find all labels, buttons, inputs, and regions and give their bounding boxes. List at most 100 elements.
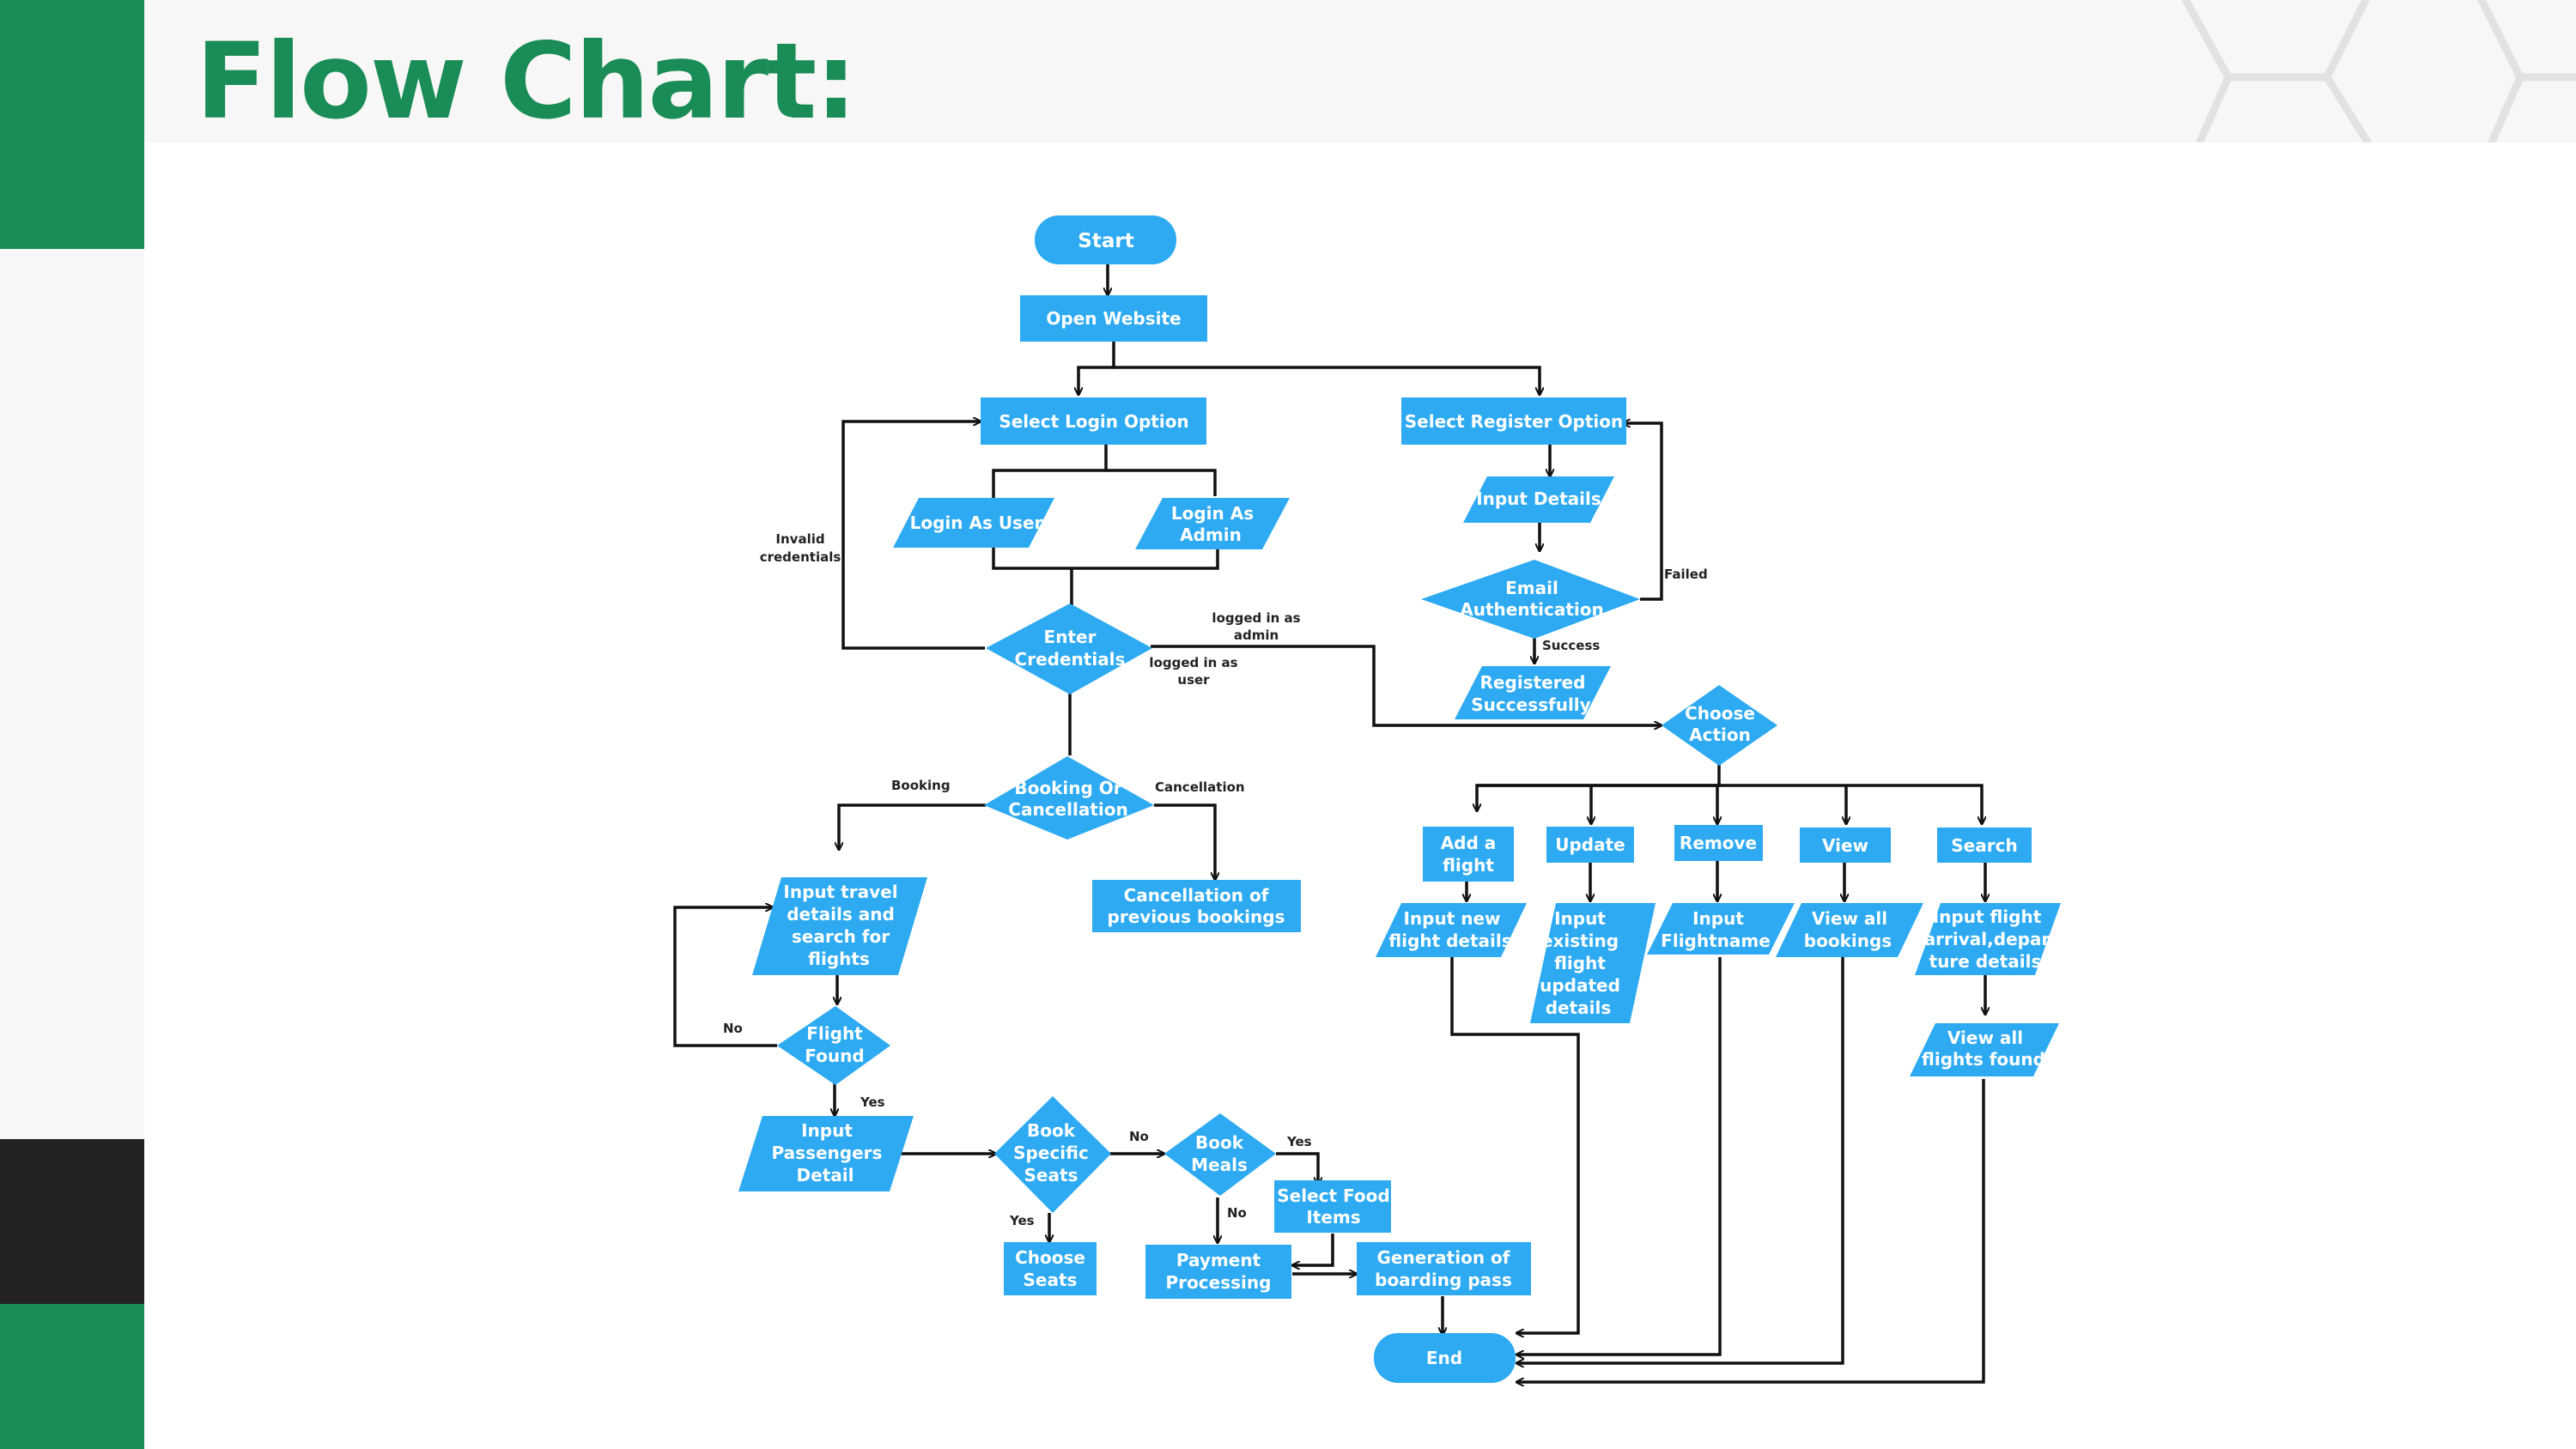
enter-credentials-text-line2: Credentials [1015, 649, 1126, 670]
open-website-node [1020, 295, 1207, 342]
start-node [1035, 215, 1176, 264]
connector [1114, 366, 1540, 395]
select-register-option-text: Select Register Option [1405, 411, 1623, 432]
booking-label: Booking [891, 778, 951, 793]
connector [992, 546, 1219, 570]
registered-successfully-node [1455, 666, 1611, 719]
yes-flight-label: Yes [860, 1094, 885, 1110]
input-details-node [1463, 476, 1614, 523]
email-authentication-text-line1: Email [1505, 578, 1558, 598]
no-flight-label: No [723, 1021, 743, 1036]
input-flightname-node [1647, 903, 1795, 955]
connectors [673, 264, 1985, 1382]
connector [1516, 957, 1844, 1363]
flight-found-text-line1: Flight [806, 1023, 863, 1044]
input-travel-details-text-line1: Input travel [783, 882, 897, 902]
green-accent-band-top [0, 0, 144, 249]
add-a-flight-text-line1: Add a [1441, 833, 1497, 853]
input-existing-flight-details-text-line5: details [1546, 997, 1612, 1018]
logged-in-as-admin-label-line2: admin [1234, 627, 1279, 643]
select-register-option-node [1401, 397, 1626, 445]
no-seats-label: No [1129, 1129, 1149, 1144]
input-travel-details-node [752, 877, 927, 975]
input-new-flight-details-text-line2: flight details [1388, 931, 1511, 951]
input-passengers-detail-text-line3: Detail [797, 1165, 854, 1185]
select-login-option-node [981, 397, 1206, 445]
login-as-admin-text-line2: Admin [1180, 524, 1242, 545]
logged-in-as-admin-label-line1: logged in as [1212, 610, 1300, 626]
yes-seats-label: Yes [1009, 1213, 1035, 1228]
view-all-bookings-text-line1: View all [1812, 908, 1887, 929]
select-login-option-text: Select Login Option [999, 411, 1188, 432]
input-flight-arrival-departure-node [1915, 903, 2061, 975]
book-specific-seats-text-line1: Book [1027, 1120, 1076, 1141]
choose-seats-node [1004, 1242, 1097, 1295]
choose-action-text-line2: Action [1689, 724, 1751, 745]
login-as-user-text: Login As User [910, 512, 1043, 533]
select-food-items-text-line2: Items [1306, 1207, 1360, 1228]
flight-found-node [777, 1006, 890, 1085]
end-text: End [1426, 1348, 1462, 1368]
yes-meals-label: Yes [1286, 1134, 1312, 1149]
payment-processing-node [1145, 1245, 1291, 1299]
input-flight-arrival-text-line2: arrival,depar [1924, 929, 2050, 949]
input-flight-arrival-text-line1: Input flight [1933, 906, 2042, 927]
email-authentication-text-line2: Authentication [1460, 599, 1603, 620]
generation-of-boarding-pass-text-line1: Generation of [1377, 1247, 1510, 1268]
connector [1276, 1152, 1318, 1185]
open-website-text: Open Website [1046, 308, 1181, 329]
input-details-text: Input Details [1476, 488, 1601, 509]
view-all-flights-found-text-line2: flights found [1922, 1049, 2045, 1070]
connector [1106, 469, 1217, 496]
connector [1292, 1234, 1334, 1265]
logged-in-as-user-label-line2: user [1177, 672, 1210, 688]
input-existing-flight-details-text-line4: updated [1540, 975, 1620, 996]
flight-found-text-line2: Found [805, 1046, 864, 1066]
connector [673, 907, 777, 1047]
input-passengers-detail-node [738, 1116, 914, 1191]
view-all-bookings-text-line2: bookings [1804, 931, 1892, 951]
update-node [1546, 827, 1634, 863]
view-node [1800, 828, 1891, 863]
choose-action-text-line1: Choose [1685, 703, 1755, 724]
search-text: Search [1951, 835, 2017, 856]
book-specific-seats-node [994, 1096, 1111, 1213]
input-travel-details-text-line2: details and [787, 904, 895, 925]
add-a-flight-node [1423, 827, 1514, 882]
green-accent-band-bottom [0, 1304, 144, 1449]
cancellation-of-previous-bookings-node [1092, 880, 1301, 932]
invalid-credentials-label-line1: Invalid [775, 531, 824, 547]
no-meals-label: No [1227, 1205, 1247, 1221]
payment-processing-text-line2: Processing [1166, 1272, 1272, 1293]
input-flightname-text-line2: Flightname [1661, 931, 1771, 951]
book-meals-node [1164, 1113, 1276, 1196]
book-specific-seats-text-line2: Specific [1013, 1143, 1089, 1163]
connector [1078, 342, 1115, 395]
booking-or-cancellation-node [984, 756, 1154, 840]
cancellation-of-previous-bookings-text-line1: Cancellation of [1124, 885, 1269, 906]
remove-text: Remove [1680, 833, 1757, 853]
search-node [1937, 828, 2032, 863]
input-new-flight-details-text-line1: Input new [1403, 908, 1500, 929]
connector [839, 803, 986, 850]
registered-successfully-text-line1: Registered [1480, 672, 1586, 693]
input-passengers-detail-text-line1: Input [801, 1120, 853, 1141]
input-travel-details-text-line3: search for [792, 926, 890, 947]
connector [1516, 957, 1722, 1355]
choose-seats-text-line2: Seats [1024, 1270, 1078, 1290]
remove-node [1674, 825, 1763, 861]
view-all-bookings-node [1776, 903, 1923, 957]
payment-processing-text-line1: Payment [1176, 1250, 1261, 1270]
enter-credentials-node [986, 603, 1152, 694]
connector [1477, 764, 1721, 811]
page-title: Flow Chart: [196, 21, 857, 142]
select-food-items-node [1274, 1180, 1391, 1233]
dark-accent-band [0, 1139, 144, 1304]
input-existing-flight-details-text-line3: flight [1554, 953, 1606, 973]
generation-of-boarding-pass-text-line2: boarding pass [1375, 1270, 1512, 1290]
input-passengers-detail-text-line2: Passengers [772, 1143, 883, 1163]
success-label: Success [1542, 638, 1600, 653]
connector [992, 445, 1108, 498]
add-a-flight-text-line2: flight [1443, 855, 1494, 876]
